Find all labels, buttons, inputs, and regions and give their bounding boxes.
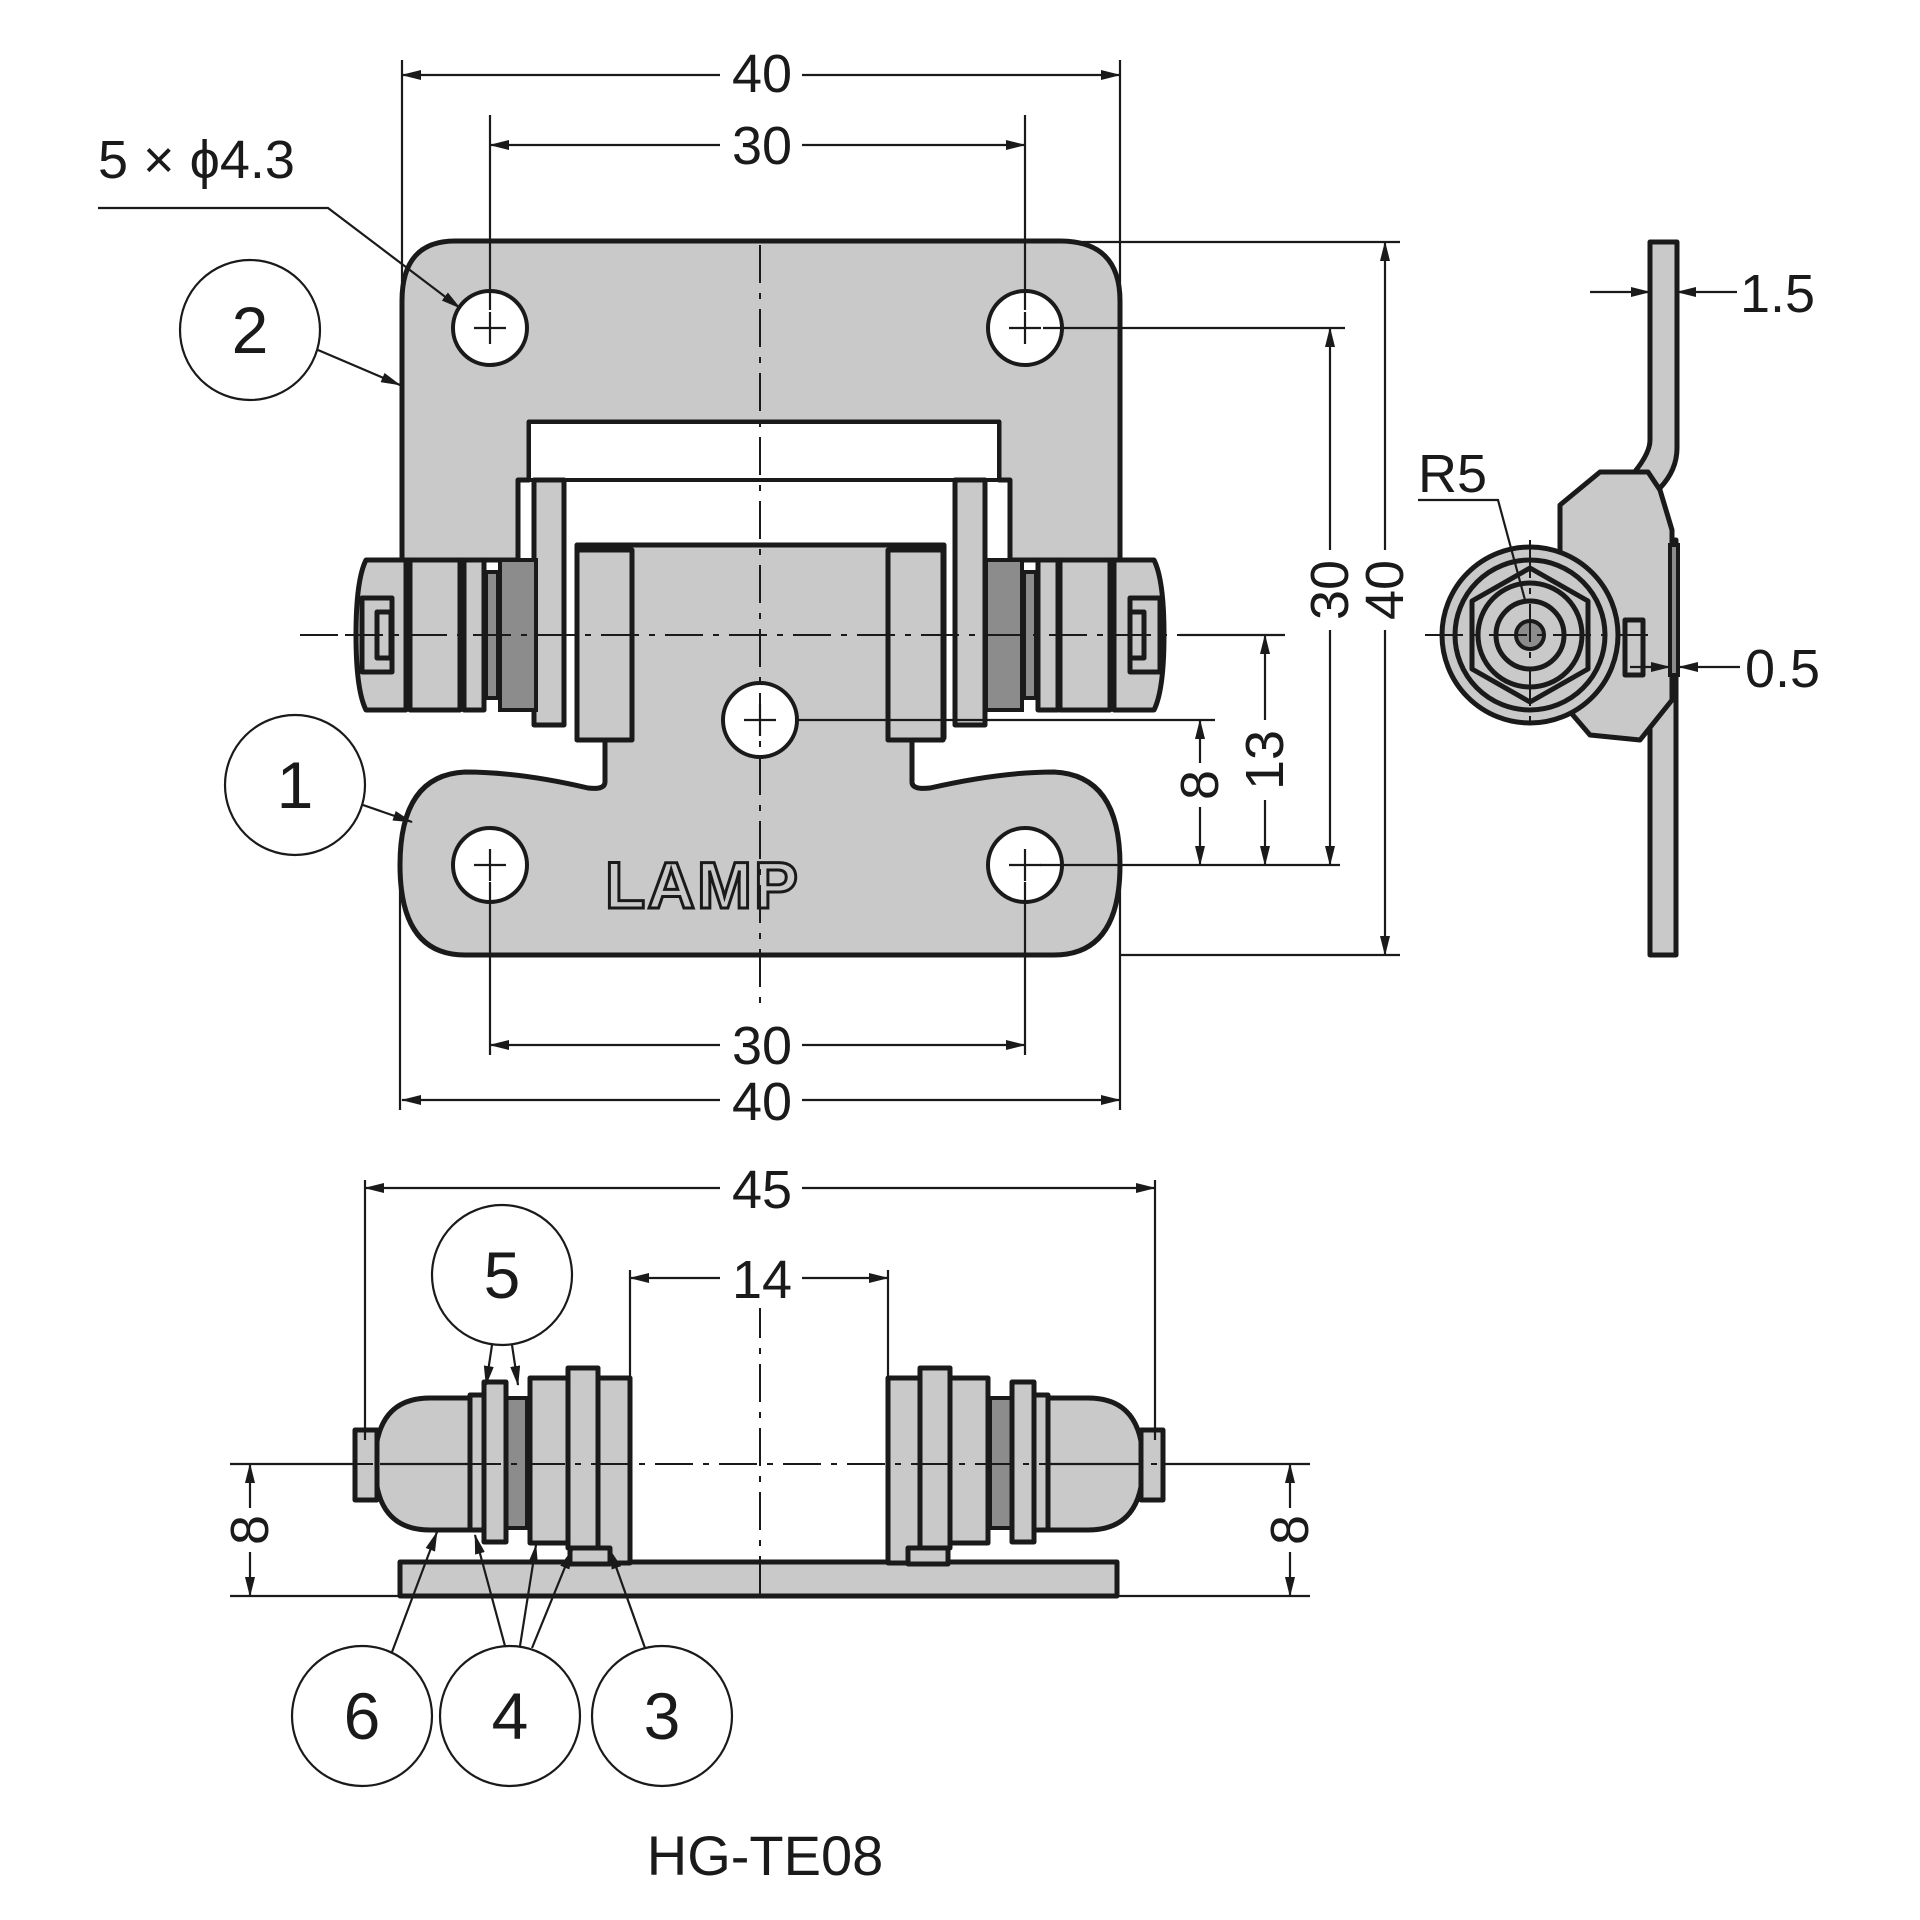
dim-center-hole-to-bottom-hole: 8 [1170,770,1230,800]
dim-side-radius: R5 [1418,444,1487,504]
dim-top-overall-width: 40 [732,44,792,104]
dim-height-overall: 40 [1355,560,1415,620]
dim-bottom-hole-pitch: 30 [732,1016,792,1076]
plan-hardware-right [885,1365,1166,1567]
callout-3-label: 3 [644,1679,681,1753]
callout-2-label: 2 [232,293,269,367]
callout-3-bubble [590,1644,734,1788]
callout-6-label: 6 [344,1679,381,1753]
dim-top-hole-pitch: 30 [732,116,792,176]
plan-base-plate [397,1559,1120,1599]
front-center-lines [300,245,1270,1040]
lamp-logo: LAMP [605,848,800,922]
dim-bottom-overall-width: 40 [732,1072,792,1132]
front-extension-lines [398,60,1400,1110]
side-upper-plate [1617,239,1680,508]
dim-pin-to-bottom-hole: 13 [1235,730,1295,790]
dim-plan-inner-gap: 14 [732,1250,792,1310]
dim-height-hole-span: 30 [1300,560,1360,620]
callout-1-label: 1 [277,748,314,822]
callout-4-bubble [438,1644,582,1788]
dim-plan-axis-height-right: 8 [1260,1515,1320,1545]
dim-plan-axis-height-left: 8 [220,1515,280,1545]
callout-5-label: 5 [484,1238,521,1312]
callout-4-label: 4 [492,1679,529,1753]
upper-knuckle-right [952,477,988,728]
model-label: HG-TE08 [647,1824,884,1887]
plan-view: 45 14 8 8 5 6 4 3 HG-TE08 [216,1156,1320,1887]
lower-barrel-left [574,547,635,743]
lower-barrel-right [885,547,946,743]
front-view: LAMP 40 30 30 40 30 40 13 [98,40,1415,1132]
callout-2-bubble [178,258,322,402]
plan-hardware-left [352,1365,633,1567]
dim-side-gap: 0.5 [1745,639,1820,699]
upper-leaf-slot [527,420,1001,482]
hole-note: 5 × ϕ4.3 [98,130,295,190]
side-spacer [1622,617,1646,678]
side-gap-strip [1668,543,1680,677]
dim-plan-overall-width: 45 [732,1160,792,1220]
callout-6-bubble [290,1644,434,1788]
dim-side-thickness: 1.5 [1740,264,1815,324]
side-view: 1.5 0.5 R5 [1418,239,1820,958]
upper-knuckle-left [531,477,567,728]
callout-1-bubble [223,713,367,857]
callout-5-bubble [430,1203,574,1347]
